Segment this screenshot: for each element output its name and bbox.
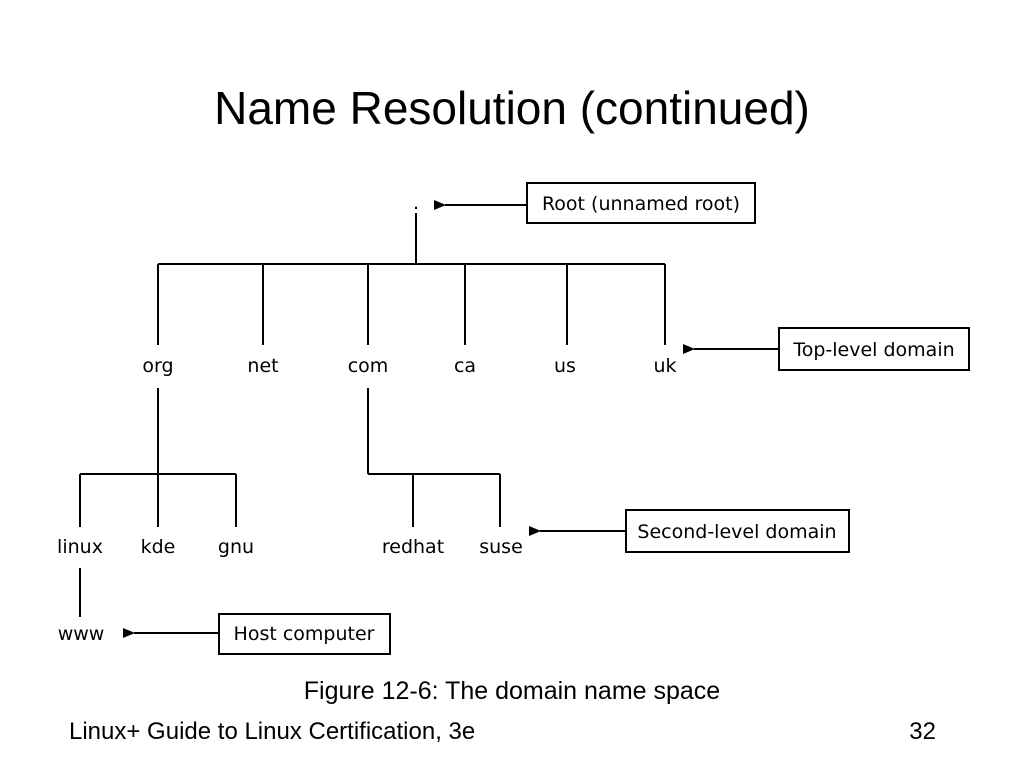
tree-connectors — [79, 213, 666, 617]
node-ca: ca — [454, 355, 476, 377]
node-com: com — [348, 355, 389, 377]
callout-root-label: Root (unnamed root) — [542, 193, 740, 215]
callout-host-label: Host computer — [234, 623, 375, 645]
node-net: net — [247, 355, 278, 377]
node-suse: suse — [479, 536, 523, 558]
node-www: www — [58, 623, 105, 645]
node-redhat: redhat — [382, 536, 444, 558]
footer-text: Linux+ Guide to Linux Certification, 3e — [69, 718, 476, 745]
root-node: . — [413, 192, 419, 214]
node-uk: uk — [653, 355, 676, 377]
callout-top-level: Top-level domain — [683, 327, 970, 371]
callout-top-level-label: Top-level domain — [792, 339, 954, 361]
callout-root: Root (unnamed root) — [434, 182, 756, 224]
node-gnu: gnu — [218, 536, 254, 558]
node-linux: linux — [57, 536, 103, 558]
node-kde: kde — [141, 536, 176, 558]
callout-second-level-label: Second-level domain — [637, 521, 836, 543]
callout-second-level: Second-level domain — [529, 509, 850, 553]
figure-caption: Figure 12-6: The domain name space — [303, 677, 721, 705]
callout-host: Host computer — [123, 613, 391, 655]
page-number: 32 — [909, 718, 936, 745]
slide-title: Name Resolution (continued) — [214, 82, 810, 134]
node-org: org — [142, 355, 173, 377]
node-us: us — [554, 355, 576, 377]
